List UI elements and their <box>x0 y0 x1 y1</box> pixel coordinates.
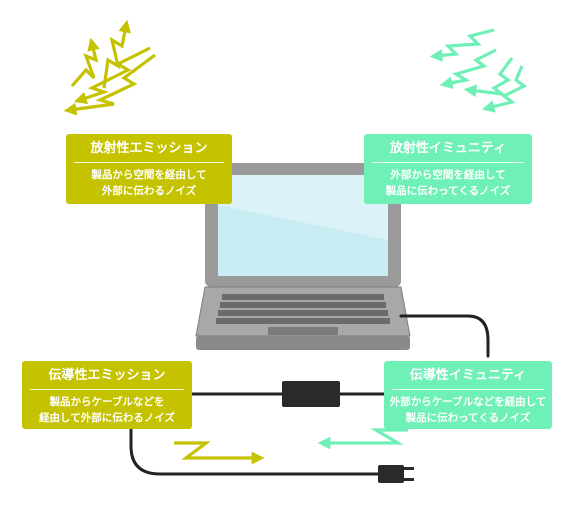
conducted-emission-box: 伝導性エミッション 製品からケーブルなどを 経由して外部に伝わるノイズ <box>22 361 192 429</box>
conducted-emission-title: 伝導性エミッション <box>30 367 184 390</box>
radiated-emission-arrows-icon <box>63 19 156 116</box>
conducted-emission-line2: 経由して外部に伝わるノイズ <box>39 412 175 424</box>
radiated-immunity-line2: 製品に伝わってくるノイズ <box>385 185 511 197</box>
conducted-immunity-line2: 製品に伝わってくるノイズ <box>405 412 531 424</box>
radiated-emission-title: 放射性エミッション <box>74 140 224 163</box>
radiated-emission-box: 放射性エミッション 製品から空間を経由して 外部に伝わるノイズ <box>66 134 232 204</box>
radiated-emission-line2: 外部に伝わるノイズ <box>101 185 197 197</box>
laptop-icon <box>195 163 411 350</box>
conducted-immunity-title: 伝導性イミュニティ <box>392 367 544 390</box>
radiated-emission-line1: 製品から空間を経由して <box>91 169 207 181</box>
conducted-emission-arrow-icon <box>174 441 265 465</box>
power-cable <box>129 314 490 476</box>
radiated-immunity-box: 放射性イミュニティ 外部から空間を経由して 製品に伝わってくるノイズ <box>364 134 532 204</box>
conducted-immunity-line1: 外部からケーブルなどを経由して <box>389 396 547 408</box>
radiated-immunity-line1: 外部から空間を経由して <box>390 169 506 181</box>
conducted-emission-line1: 製品からケーブルなどを <box>49 396 165 408</box>
power-plug-icon <box>378 465 414 483</box>
radiated-immunity-title: 放射性イミュニティ <box>372 140 524 163</box>
power-adapter-icon <box>282 381 340 407</box>
radiated-immunity-arrows-icon <box>429 28 528 113</box>
conducted-immunity-arrow-icon <box>317 428 408 450</box>
conducted-immunity-box: 伝導性イミュニティ 外部からケーブルなどを経由して 製品に伝わってくるノイズ <box>384 361 552 429</box>
